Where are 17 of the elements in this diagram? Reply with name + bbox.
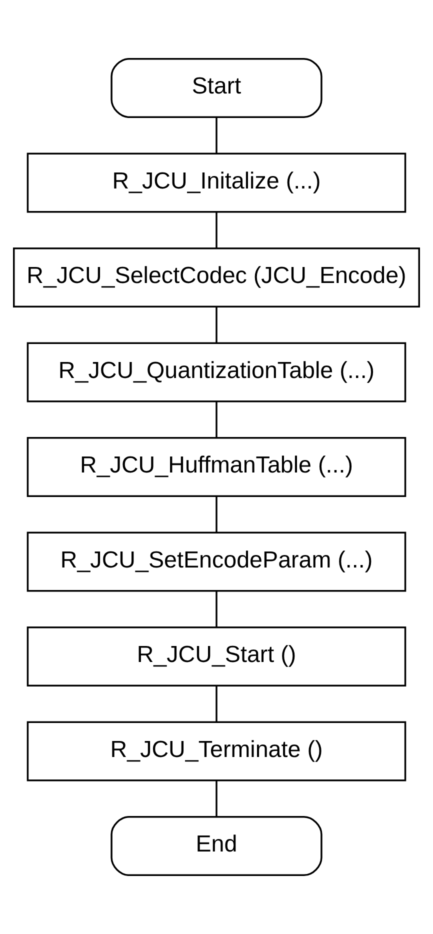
node-box: End	[110, 816, 322, 876]
node-box: R_JCU_SetEncodeParam (...)	[26, 532, 406, 592]
node-box: R_JCU_HuffmanTable (...)	[26, 436, 406, 498]
node-box: R_JCU_QuantizationTable (...)	[26, 342, 406, 402]
connector	[216, 118, 218, 154]
connector	[216, 780, 218, 817]
node-box: R_JCU_SelectCodec (JCU_Encode)	[13, 247, 420, 308]
connector	[216, 591, 218, 628]
connector	[216, 496, 218, 532]
node-box: R_JCU_Start ()	[26, 626, 406, 687]
connector	[216, 686, 218, 722]
connector	[216, 212, 218, 248]
connector	[216, 307, 218, 343]
connector	[216, 402, 218, 438]
node-box: R_JCU_Terminate ()	[26, 721, 406, 782]
node-box: Start	[110, 58, 322, 118]
node-box: R_JCU_Initalize (...)	[26, 152, 406, 213]
